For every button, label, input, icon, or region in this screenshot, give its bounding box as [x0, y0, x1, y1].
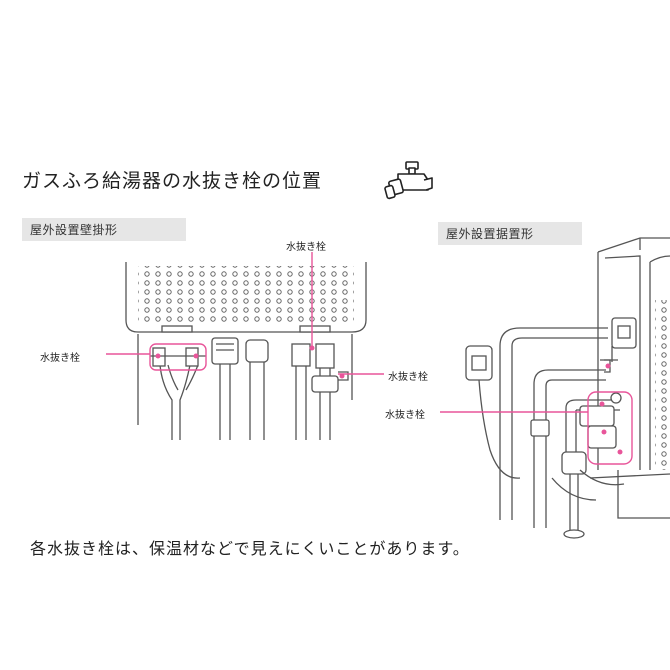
page-title: ガスふろ給湯器の水抜き栓の位置	[22, 170, 323, 192]
callout-wall-top: 水抜き栓	[286, 242, 326, 253]
drain-valve-icon	[384, 161, 433, 200]
callout-wall-left: 水抜き栓	[40, 353, 80, 364]
wall-mounted-heater	[125, 262, 367, 440]
callout-floor: 水抜き栓	[385, 410, 425, 421]
section-label-floor-standing: 屋外設置据置形	[438, 222, 582, 245]
floor-standing-heater	[465, 237, 670, 539]
callout-wall-right: 水抜き栓	[388, 372, 428, 383]
section-label-wall-mounted: 屋外設置壁掛形	[22, 218, 186, 241]
footer-note: 各水抜き栓は、保温材などで見えにくいことがあります。	[30, 539, 470, 558]
